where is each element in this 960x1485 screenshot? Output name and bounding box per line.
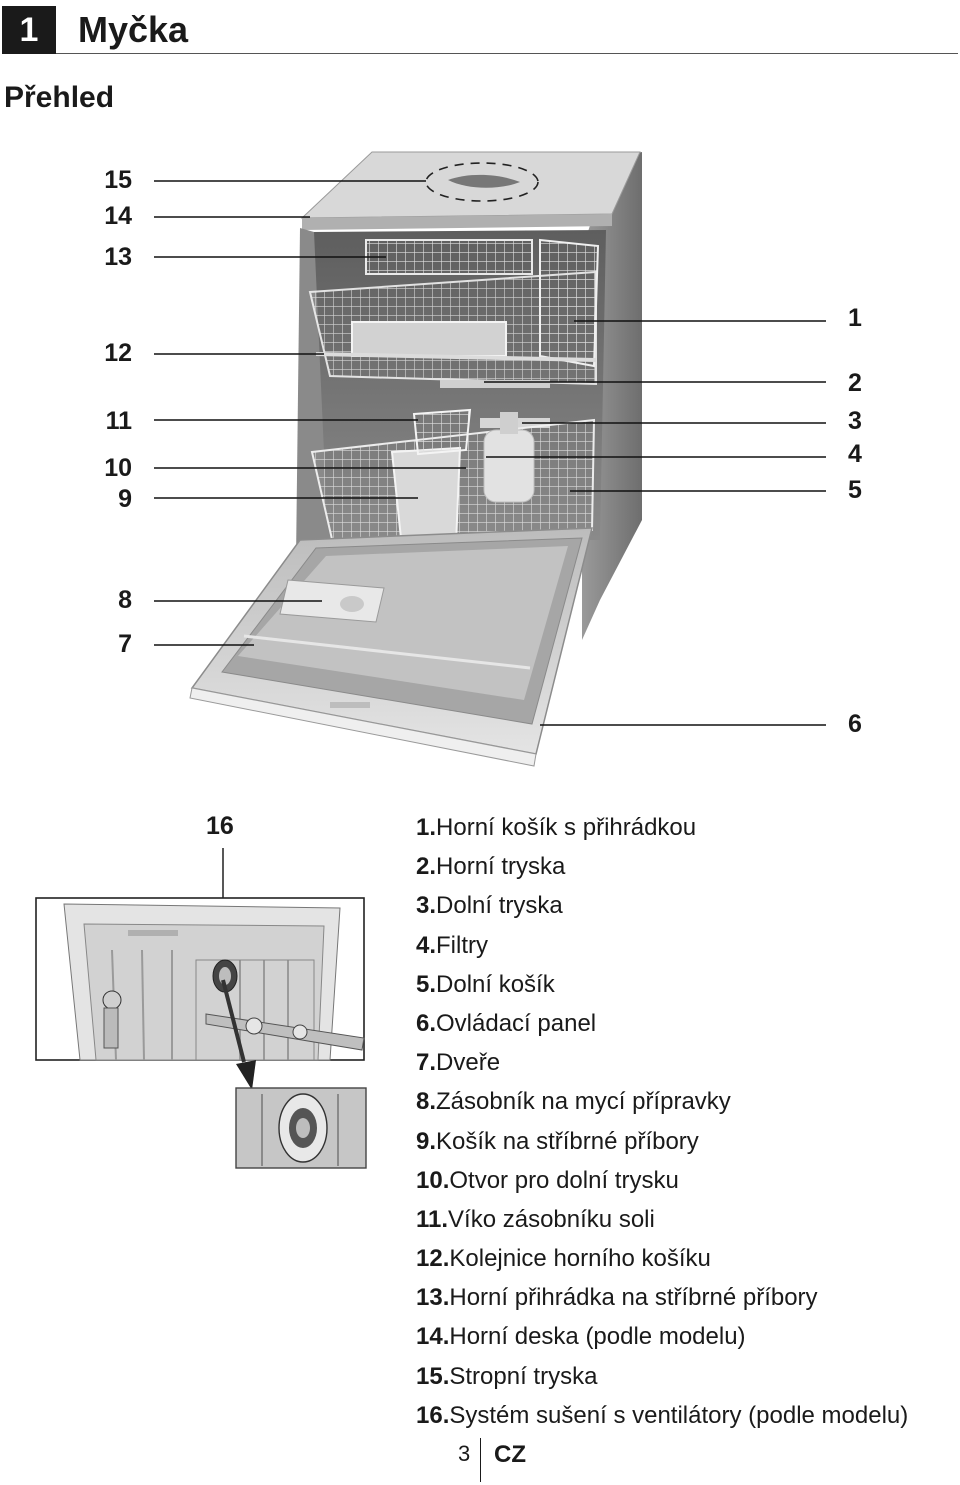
callout-9: 9 — [118, 485, 132, 513]
list-item: 11.Víko zásobníku soli — [416, 1205, 655, 1233]
list-item: 9.Košík na stříbrné příbory — [416, 1127, 699, 1155]
callout-12: 12 — [104, 339, 132, 367]
list-item: 12.Kolejnice horního košíku — [416, 1245, 711, 1273]
callout-1: 1 — [848, 304, 862, 332]
list-item: 5.Dolní košík — [416, 970, 555, 998]
dishwasher-illustration — [154, 151, 826, 767]
chapter-divider — [56, 53, 958, 54]
list-item: 14.Horní deska (podle modelu) — [416, 1323, 746, 1351]
list-item: 4.Filtry — [416, 931, 488, 959]
list-item: 13.Horní přihrádka na stříbrné příbory — [416, 1284, 818, 1312]
list-item: 3.Dolní tryska — [416, 892, 563, 920]
language-code: CZ — [494, 1441, 526, 1468]
callout-5: 5 — [848, 476, 862, 504]
callout-11: 11 — [105, 407, 132, 435]
list-item: 16.Systém sušení s ventilátory (podle mo… — [416, 1401, 909, 1429]
chapter-title: Myčka — [78, 9, 189, 50]
callout-8: 8 — [118, 586, 132, 614]
callout-3: 3 — [848, 407, 862, 435]
list-item: 8.Zásobník na mycí přípravky — [416, 1088, 731, 1116]
list-item: 15.Stropní tryska — [416, 1362, 598, 1390]
callout-2: 2 — [848, 369, 862, 397]
parts-list: 1.Horní košík s přihrádkou 2.Horní trysk… — [416, 808, 908, 1435]
callout-10: 10 — [104, 454, 132, 482]
callout-16: 16 — [206, 812, 234, 840]
list-item: 2.Horní tryska — [416, 853, 566, 881]
callout-14: 14 — [104, 202, 132, 230]
list-item: 10.Otvor pro dolní trysku — [416, 1166, 679, 1194]
drying-system-illustration — [35, 848, 367, 1169]
chapter-number-badge: 1 — [2, 6, 56, 54]
callout-7: 7 — [118, 630, 132, 658]
list-item: 6.Ovládací panel — [416, 1009, 597, 1037]
list-item: 1.Horní košík s přihrádkou — [416, 814, 697, 841]
callout-4: 4 — [848, 440, 862, 468]
footer-divider — [480, 1438, 481, 1482]
list-item: 7.Dveře — [416, 1049, 501, 1077]
callout-6: 6 — [848, 710, 862, 738]
page-number: 3 — [458, 1441, 471, 1466]
section-title: Přehled — [4, 81, 115, 114]
callout-13: 13 — [104, 243, 132, 271]
callout-15: 15 — [104, 166, 132, 194]
